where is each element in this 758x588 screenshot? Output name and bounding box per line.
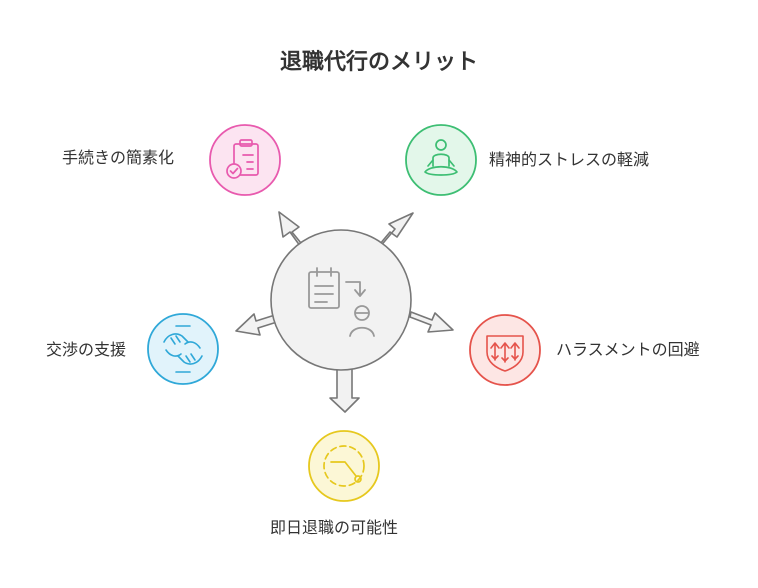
meditation-icon (424, 139, 458, 176)
schedule-person-icon (308, 267, 375, 337)
diagram-title: 退職代行のメリット (279, 50, 478, 75)
arrow-left (235, 313, 278, 336)
node-immediate (308, 430, 380, 502)
hub-circle (270, 229, 412, 371)
clipboard-check-icon (226, 139, 259, 179)
label-immediate: 即日退職の可能性 (270, 518, 399, 537)
node-harassment (469, 314, 541, 386)
central-hub (235, 211, 454, 413)
clock-dial-icon (323, 445, 365, 487)
label-harassment: ハラスメントの回避 (556, 340, 700, 359)
shield-arrows-icon (486, 335, 524, 372)
handshake-icon (163, 325, 203, 373)
arrow-right (409, 311, 454, 333)
label-stress: 精神的ストレスの軽減 (489, 150, 650, 169)
label-negotiation: 交渉の支援 (46, 340, 127, 359)
arrow-down (329, 367, 360, 413)
label-procedure: 手続きの簡素化 (62, 148, 175, 167)
node-procedure (209, 124, 281, 196)
node-negotiation (147, 313, 219, 385)
node-stress (405, 124, 477, 196)
